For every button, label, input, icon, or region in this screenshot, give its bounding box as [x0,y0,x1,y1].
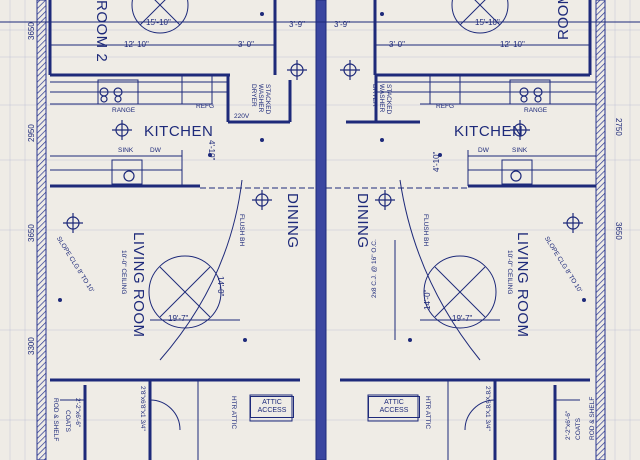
label-sink-right: SINK [512,147,528,154]
label-range-left: RANGE [112,107,136,114]
dim-side-2750: 2750 [614,118,623,136]
dim-kitchen-right-4-10: 4'-10" [432,151,441,172]
dim-living-right-14: 14'-0" [423,289,432,310]
label-refg-right: REFG [436,103,455,110]
dim-top-right-3-0: 3'-0" [389,40,405,49]
left-exterior-wall [36,0,47,460]
room-label-dining-right: DINING [354,193,371,249]
dim-top-right-12: 12'-10" [500,40,525,49]
light-fixtures [63,60,583,233]
dim-top-left-15: 15'-10" [146,18,171,27]
label-rod-right: ROD & SHELF [589,396,596,440]
room-label-living-right: LIVING ROOM [514,232,531,338]
room-label-bedroom-left: ROOM 2 [93,0,110,63]
dim-kitchen-left-4-10: 4'-10" [207,140,216,161]
label-washer-left: STACKED WASHER DRYER [249,84,271,115]
outlet-symbols [58,12,586,342]
label-ceiling-right: 10'-0" CEILING [506,250,513,295]
dim-living-right-19: 19'-7" [452,314,473,323]
dim-top-left-3-9: 3'-9" [289,20,305,29]
dim-side-3650-b: 3650 [27,224,36,242]
room-label-dining-left: DINING [284,193,301,249]
label-coats-right: COATS [575,418,582,440]
dim-living-left-14: 14'-0" [216,276,225,297]
dim-door-left: 2'8"x6'8"x1 3/4" [139,386,146,431]
right-exterior-wall [595,0,606,460]
dim-living-left-19: 19'-7" [168,314,189,323]
dim-top-left-12: 12'-10" [124,40,149,49]
label-flush-right: FLUSH BH [422,214,429,247]
room-label-kitchen-left: KITCHEN [144,123,214,140]
room-label-kitchen-right: KITCHEN [454,123,524,140]
dim-side-3300: 3300 [27,337,36,355]
dim-coats-right: 2'-2"x6'-6" [565,410,572,440]
label-220v: 220V [234,113,250,120]
label-washer-right: STACKED WASHER DRYER [370,84,392,115]
dim-side-3650-r: 3650 [614,222,623,240]
dim-door-right: 2'8"x6'8"x1 3/4" [484,386,491,431]
label-dw-left: DW [150,147,161,154]
room-label-bedroom-right: ROOM 2 [555,0,572,40]
label-ceiling-left: 10'-0" CEILING [120,250,127,295]
label-refg-left: REFG [196,103,215,110]
attic-access-left: ATTIC ACCESS [250,396,294,419]
dim-side-3650-a: 3650 [27,22,36,40]
label-dw-right: DW [478,147,489,154]
dim-coats-left: 2'-2"x6'-6" [74,398,81,428]
label-range-right: RANGE [524,107,548,114]
label-flush-left: FLUSH BH [238,214,245,247]
label-htr-right: HTR ATTIC [424,396,431,430]
dim-side-2950: 2950 [27,124,36,142]
attic-access-right: ATTIC ACCESS [368,396,420,419]
label-joist-note: 2x8 C.J. @ 16" O.C. [371,239,378,298]
detail-lines [0,21,640,460]
party-wall [315,0,327,460]
room-label-living-left: LIVING ROOM [130,232,147,338]
label-htr-left: HTR ATTIC [230,396,237,430]
interior-walls [48,0,596,460]
dim-top-left-3-0: 3'-0" [238,40,254,49]
ceiling-fans [131,0,509,329]
dim-top-right-15: 15'-10" [475,18,500,27]
dim-top-right-3-9: 3'-9" [334,20,350,29]
label-coats-left: COATS [64,410,71,432]
label-sink-left: SINK [118,147,134,154]
label-rod-left: ROD & SHELF [52,398,59,442]
